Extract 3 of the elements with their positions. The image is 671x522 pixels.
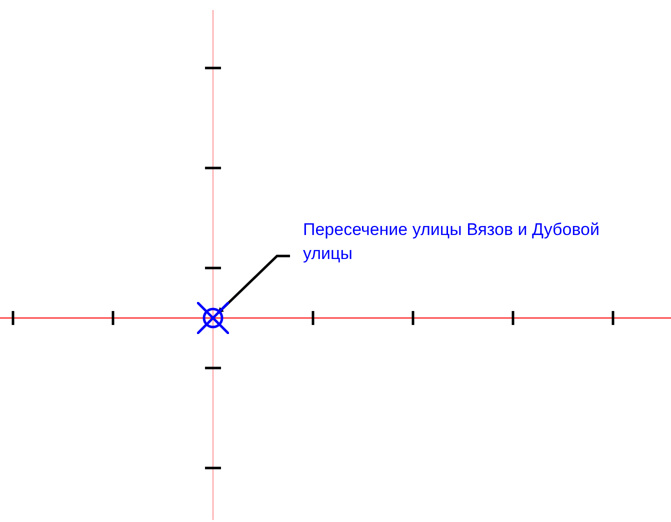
intersection-marker: [197, 302, 229, 334]
leader-line: [217, 254, 290, 314]
annotation-text: Пересечение улицы Вязов и Дубовой улицы: [303, 219, 601, 265]
